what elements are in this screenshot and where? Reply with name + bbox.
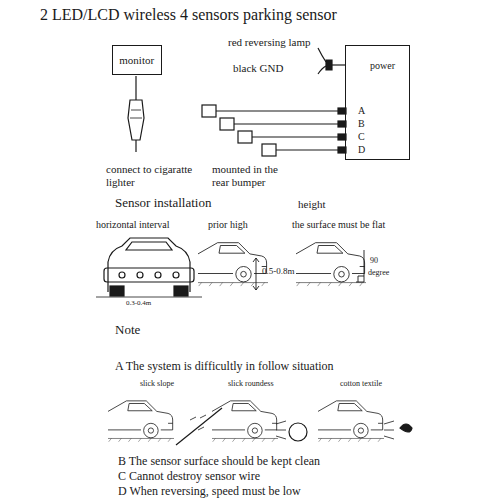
- section-heading: Note: [115, 323, 140, 338]
- control-unit: powerABCD: [345, 45, 410, 160]
- section-heading: Sensor installation: [115, 196, 211, 211]
- port-label: D: [358, 144, 365, 155]
- wire-label: black GND: [233, 62, 283, 75]
- caption-text: prior high: [208, 219, 248, 231]
- caption-text: slick slope: [140, 379, 174, 388]
- caption-text: cotton textile: [340, 379, 382, 388]
- dimension-label: 0.3-0.4m: [126, 299, 151, 307]
- node-label: power: [370, 60, 395, 71]
- port-label: A: [358, 105, 365, 116]
- note-text: C Cannot destroy sensor wire: [118, 470, 260, 484]
- caption-text: the surface must be flat: [292, 219, 385, 231]
- node-label: monitor: [119, 54, 154, 66]
- note-text: connect to cigaratte lighter: [106, 163, 198, 188]
- caption-text: horizontal interval: [96, 219, 170, 231]
- note-text: D When reversing, speed must be low: [118, 485, 301, 499]
- wire-label: red reversing lamp: [228, 36, 310, 49]
- angle-label: 90: [370, 256, 378, 265]
- angle-label: degree: [368, 268, 389, 277]
- dimension-label: 0.5-0.8m: [262, 266, 295, 276]
- dimension-label: height: [298, 198, 326, 211]
- monitor-box: monitor: [112, 45, 162, 75]
- caption-text: slick roundess: [228, 379, 274, 388]
- diagram-title: 2 LED/LCD wireless 4 sensors parking sen…: [40, 6, 337, 24]
- port-label: C: [358, 131, 365, 142]
- note-text: A The system is difficultly in follow si…: [115, 360, 334, 374]
- port-label: B: [358, 118, 365, 129]
- note-text: mounted in the rear bumper: [212, 163, 292, 188]
- note-text: B The sensor surface should be kept clea…: [118, 455, 320, 469]
